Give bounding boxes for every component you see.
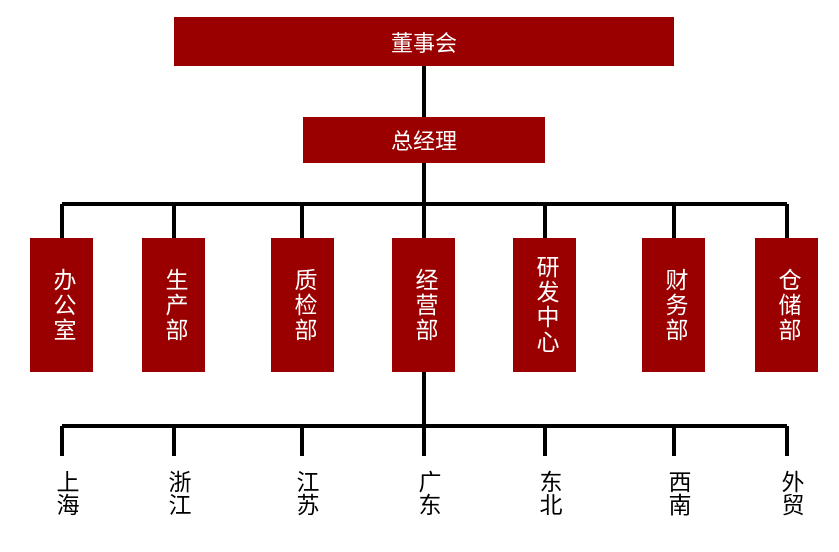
region-label: 西南 [664,470,690,516]
department-node: 研发中心 [513,238,576,372]
region-label: 外贸 [777,470,803,516]
board-node: 董事会 [174,17,674,66]
department-label: 研发中心 [532,255,558,355]
region-label: 上海 [52,470,78,516]
department-node: 财务部 [642,238,705,372]
department-label: 财务部 [661,267,687,343]
department-node: 办公室 [30,238,93,372]
department-node: 仓储部 [755,238,818,372]
department-label: 质检部 [290,267,316,343]
department-node: 生产部 [142,238,205,372]
department-node: 质检部 [271,238,334,372]
general-manager-label: 总经理 [390,130,457,155]
region-label: 东北 [535,470,561,516]
general-manager-node: 总经理 [303,117,545,163]
department-label: 生产部 [161,267,187,343]
department-node: 经营部 [392,238,455,372]
region-label: 浙江 [164,470,190,516]
region-label: 江苏 [292,470,318,516]
department-label: 仓储部 [774,267,800,343]
region-label: 广东 [414,470,440,516]
department-label: 办公室 [49,267,75,343]
department-label: 经营部 [411,267,437,343]
board-label: 董事会 [390,31,457,57]
